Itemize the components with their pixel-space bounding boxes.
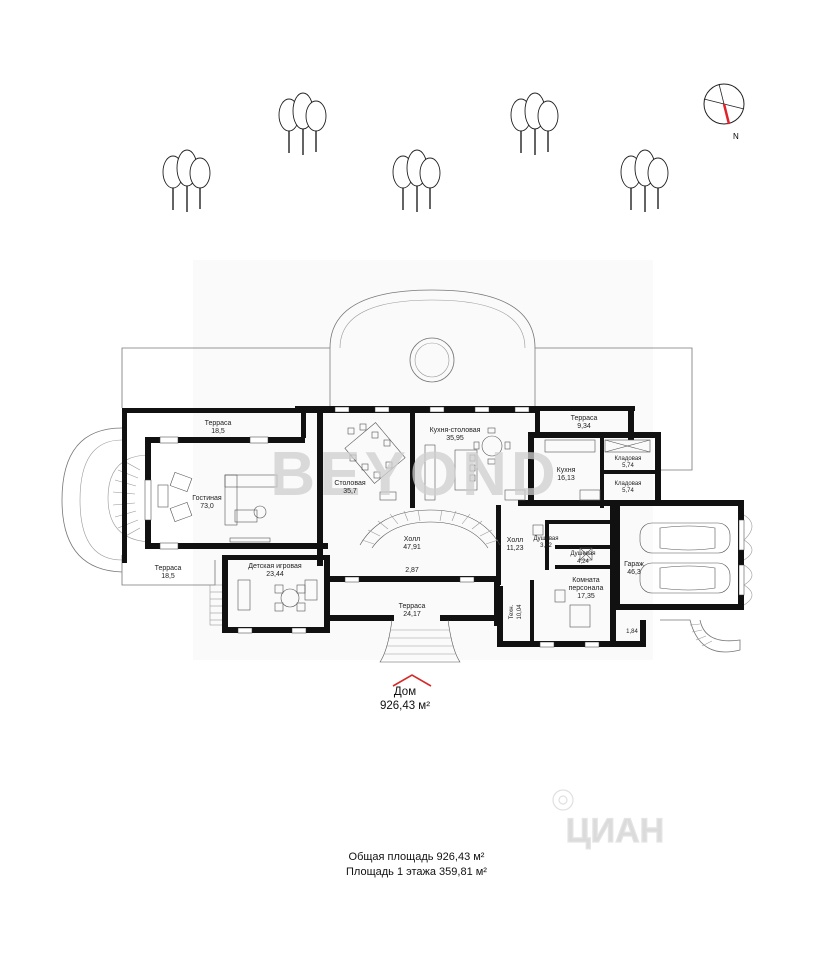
svg-text:Терраса: Терраса	[205, 420, 232, 427]
site-watermark: ЦИАН	[566, 812, 664, 850]
svg-text:18,5: 18,5	[211, 428, 225, 435]
svg-text:Техн.: Техн.	[509, 604, 515, 619]
room-porch: 1,84	[626, 629, 638, 635]
svg-text:35,95: 35,95	[446, 435, 464, 442]
room-shower-2: Душевая 4,24	[570, 551, 595, 565]
compass-north-label: N	[733, 132, 739, 141]
room-terrace-bottom-left: Терраса 18,5	[155, 565, 182, 580]
svg-text:1,84: 1,84	[626, 629, 638, 635]
room-living: Гостиная 73,0	[192, 495, 222, 510]
room-vestibule: 2,87	[405, 567, 419, 574]
house-title: Дом	[393, 686, 417, 698]
entrance-arrow-icon	[392, 674, 432, 687]
compass-icon	[703, 83, 745, 125]
svg-text:Кухня-столовая: Кухня-столовая	[430, 427, 481, 434]
room-tech: Техн. 10,04	[509, 604, 523, 620]
svg-text:персонала: персонала	[569, 585, 604, 592]
svg-text:35,7: 35,7	[343, 488, 357, 495]
car-icon	[639, 522, 731, 554]
room-kids: Детская игровая 23,44	[248, 563, 302, 578]
svg-text:3,02: 3,02	[540, 543, 552, 549]
svg-text:17,35: 17,35	[577, 593, 595, 600]
room-hall-main: Холл 47,91	[403, 536, 421, 551]
svg-text:Душевая: Душевая	[570, 551, 595, 557]
svg-text:Кладовая: Кладовая	[615, 456, 642, 462]
room-kitchen: Кухня 16,13	[557, 467, 576, 482]
tree-icon	[162, 149, 211, 212]
room-staff: Комната персонала 17,35	[569, 577, 604, 600]
svg-text:16,13: 16,13	[557, 475, 575, 482]
svg-text:46,3: 46,3	[627, 569, 641, 576]
tree-icon	[510, 92, 559, 155]
car-icon	[639, 562, 731, 594]
svg-text:Комната: Комната	[572, 577, 600, 584]
svg-text:Гараж: Гараж	[624, 561, 644, 568]
floor1-area-caption: Площадь 1 этажа 359,81 м²	[346, 866, 487, 878]
house-area: 926,43 м²	[379, 700, 431, 712]
svg-text:5,74: 5,74	[622, 463, 634, 469]
svg-text:Гостиная: Гостиная	[192, 495, 222, 502]
room-pantry-1: Кладовая 5,74	[615, 456, 642, 469]
room-terrace-front: Терраса 24,17	[399, 603, 426, 618]
total-area-caption: Общая площадь 926,43 м²	[348, 851, 485, 863]
tree-icon	[392, 149, 441, 212]
svg-text:24,17: 24,17	[403, 611, 421, 618]
svg-text:4,24: 4,24	[577, 559, 589, 565]
svg-text:Холл: Холл	[507, 537, 524, 544]
svg-text:5,74: 5,74	[622, 488, 634, 494]
room-hall-small: Холл 11,23	[507, 537, 524, 552]
room-pantry-2: Кладовая 5,74	[615, 481, 642, 494]
svg-text:Терраса: Терраса	[571, 415, 598, 422]
svg-text:Кладовая: Кладовая	[615, 481, 642, 487]
svg-text:Терраса: Терраса	[155, 565, 182, 572]
dining-table-icon	[344, 422, 406, 484]
svg-text:47,91: 47,91	[403, 544, 421, 551]
cian-logo-icon	[552, 789, 574, 811]
svg-text:2,87: 2,87	[405, 567, 419, 574]
beyond-watermark: BEYOND	[270, 440, 559, 509]
svg-text:23,44: 23,44	[266, 571, 284, 578]
room-terrace-top-right: Терраса 9,34	[571, 415, 598, 430]
room-dining: Столовая 35,7	[334, 480, 366, 495]
tree-icon	[620, 149, 669, 212]
svg-text:10,04: 10,04	[517, 604, 523, 620]
svg-text:Терраса: Терраса	[399, 603, 426, 610]
svg-text:Детская игровая: Детская игровая	[248, 563, 302, 570]
room-shower-1: Душевая 3,02	[533, 536, 558, 549]
svg-text:9,34: 9,34	[577, 423, 591, 430]
svg-text:Холл: Холл	[404, 536, 421, 543]
round-table-icon	[473, 427, 511, 465]
room-kitchen-dining: Кухня-столовая 35,95	[430, 427, 481, 442]
svg-text:11,23: 11,23	[507, 545, 524, 552]
svg-text:Душевая: Душевая	[533, 536, 558, 542]
tree-icon	[278, 92, 327, 155]
svg-text:73,0: 73,0	[200, 503, 214, 510]
svg-text:18,5: 18,5	[161, 573, 175, 580]
room-garage: Гараж 46,3	[624, 561, 644, 576]
room-terrace-top-left: Терраса 18,5	[205, 420, 232, 435]
svg-text:Кухня: Кухня	[557, 467, 576, 474]
svg-text:Столовая: Столовая	[334, 480, 366, 487]
